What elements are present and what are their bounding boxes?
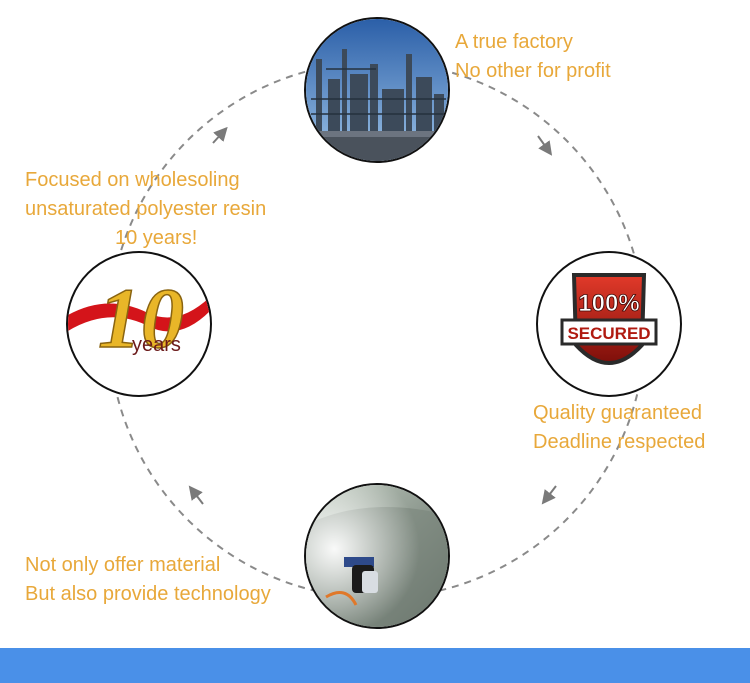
years-circle: 10 years [66, 251, 212, 397]
factory-photo [306, 19, 448, 161]
red-ribbon [68, 297, 210, 332]
spray-circle [304, 483, 450, 629]
arrow-bottom-right [541, 485, 557, 505]
caption-line: A true factory [455, 31, 573, 53]
ten-years-logo: 10 years [68, 269, 210, 367]
bottom-bar [0, 648, 750, 683]
logo-word: years [132, 334, 181, 356]
factory-circle [304, 17, 450, 163]
factory-caption: A true factory No other for profit [455, 28, 611, 86]
years-caption: Focused on wholesoling unsaturated polye… [25, 166, 266, 253]
logo-number: 10 [98, 270, 184, 366]
badge-ribbon [560, 318, 658, 346]
caption-line: unsaturated polyester resin [25, 198, 267, 220]
caption-line: But also provide technology [25, 583, 271, 605]
caption-line: 10 years! [115, 227, 198, 249]
secured-caption: Quality guaranteed Deadline respected [533, 399, 705, 457]
spray-gun-photo [306, 485, 448, 627]
caption-line: Quality guaranteed [533, 402, 703, 424]
secured-badge-icon: 100% SECURED [560, 273, 658, 365]
spray-caption: Not only offer material But also provide… [25, 551, 271, 609]
arrow-top-left [212, 126, 228, 144]
caption-line: Deadline respected [533, 431, 706, 453]
secured-circle: 100% SECURED [536, 251, 682, 397]
badge-word: SECURED [567, 324, 650, 343]
arrow-top-right [537, 135, 553, 156]
badge-percent: 100% [578, 290, 639, 317]
caption-line: No other for profit [455, 60, 611, 82]
arrow-bottom-left [188, 485, 204, 505]
caption-line: Not only offer material [25, 554, 221, 576]
caption-line: Focused on wholesoling [25, 169, 240, 191]
